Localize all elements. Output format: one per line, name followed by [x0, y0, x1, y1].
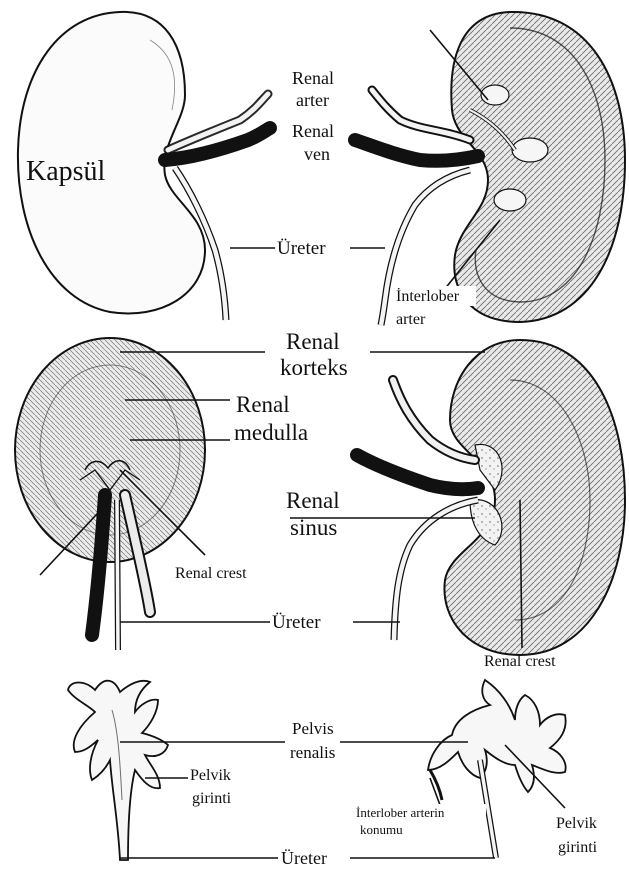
- renal-pelvis-cast-left: [68, 681, 168, 860]
- label-pelvik-girinti-right-line2: girinti: [558, 839, 598, 856]
- label-interlober-arter-line1: İnterlober: [396, 287, 460, 305]
- label-renal-ven-line2: ven: [304, 144, 330, 164]
- label-renal-arter-line1: Renal: [292, 68, 334, 88]
- label-ureter-top: Üreter: [277, 238, 326, 259]
- kidney-frontal-section: [15, 338, 205, 650]
- label-renal-medulla-line2: medulla: [234, 420, 308, 445]
- label-renal-arter-line2: arter: [296, 90, 329, 110]
- label-renal-crest-left: Renal crest: [175, 565, 247, 582]
- label-renal-sinus-line1: Renal: [286, 488, 340, 513]
- label-ureter-mid: Üreter: [272, 612, 321, 633]
- kidney-section-with-vessels: [355, 12, 625, 325]
- label-kapsul: Kapsül: [26, 156, 106, 187]
- label-ureter-bottom: Üreter: [281, 848, 327, 868]
- label-renal-sinus-line2: sinus: [290, 515, 337, 540]
- label-renal-crest-right: Renal crest: [484, 653, 556, 670]
- label-pelvis-renalis-line2: renalis: [290, 743, 335, 762]
- label-pelvik-girinti-left-line2: girinti: [192, 790, 232, 807]
- label-renal-ven-line1: Renal: [292, 121, 334, 141]
- label-renal-korteks-line1: Renal: [286, 329, 340, 354]
- label-pelvik-girinti-right-line1: Pelvik: [556, 815, 597, 832]
- label-renal-medulla-line1: Renal: [236, 392, 290, 417]
- label-interlober-konumu-line2: konumu: [360, 822, 403, 837]
- kidney-section-with-sinus: [357, 340, 625, 655]
- label-interlober-arter-line2: arter: [396, 311, 426, 328]
- label-renal-korteks-line2: korteks: [280, 355, 348, 380]
- renal-pelvis-cast-right: [428, 680, 566, 858]
- label-interlober-konumu-line1: İnterlober arterin: [356, 805, 445, 820]
- label-pelvis-renalis-line1: Pelvis: [292, 719, 334, 738]
- label-pelvik-girinti-left-line1: Pelvik: [190, 767, 231, 784]
